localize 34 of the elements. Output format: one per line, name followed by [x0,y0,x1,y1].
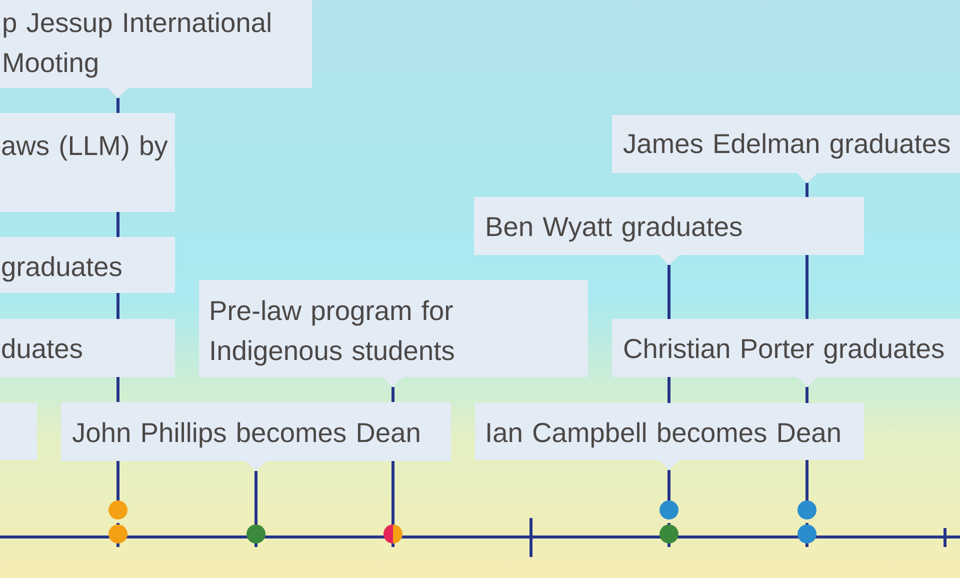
connector-line [668,470,670,500]
event-dot [108,500,128,520]
connector-line [116,98,120,113]
callout-box: graduates [0,237,175,293]
connector-line [392,387,394,402]
connector-line [116,293,120,319]
connector-line [668,377,670,403]
callout-box: Christian Porter graduates [612,319,960,387]
callout-box: Pre-law program for Indigenous students [199,280,588,387]
callout-box: John Phillips becomes Dean [61,402,451,471]
event-dot [660,524,678,544]
event-dot [108,524,128,544]
callout-box [0,403,37,460]
callout-box: James Edelman graduates [612,115,960,183]
callout-box: Ian Campbell becomes Dean [475,403,864,470]
event-dot [384,524,402,544]
event-dot [660,500,678,520]
connector-line [668,265,670,319]
event-dot [798,500,817,520]
event-dot [798,524,817,544]
connector-line [806,387,809,403]
connector-line [392,461,394,524]
callout-box: aws (LLM) by [0,113,175,212]
callout-box: Ben Wyatt graduates [474,197,864,265]
callout-box: duates [0,319,175,377]
connector-line [116,377,120,402]
callout-box: p Jessup International Mooting [0,0,312,98]
event-dot [246,524,266,544]
connector-line [254,471,258,524]
connector-line [116,212,120,237]
connector-line [116,461,120,500]
connector-line [806,183,809,197]
connector-line [806,460,809,500]
connector-line [806,255,809,319]
